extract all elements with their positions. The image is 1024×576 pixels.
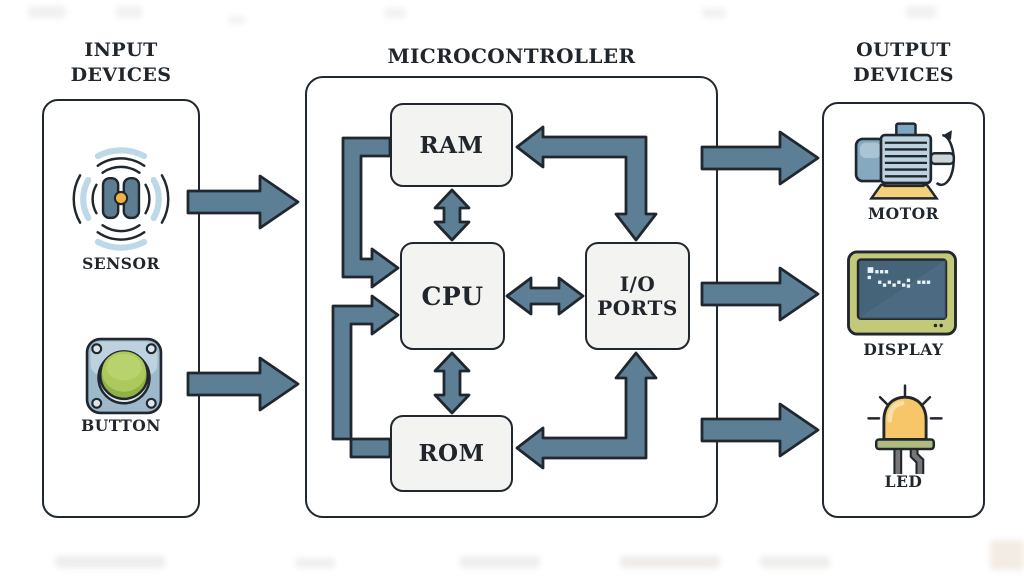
bottom-artifact: [295, 558, 335, 568]
microcontroller-to-led-arrow: [700, 402, 820, 458]
sensor-label: SENSOR: [82, 254, 160, 273]
input-devices-header-line2: DEVICES: [70, 64, 172, 86]
rom-block: ROM: [390, 415, 513, 492]
top-artifact: [702, 8, 726, 18]
output-devices-header-line1: OUTPUT: [856, 39, 951, 61]
display-label: DISPLAY: [863, 340, 944, 359]
led-label: LED: [884, 472, 923, 491]
led-icon: [867, 384, 943, 474]
output-devices-header: OUTPUT DEVICES: [822, 38, 985, 88]
button-label: BUTTON: [81, 416, 161, 435]
sensor-to-microcontroller-arrow: [186, 174, 300, 230]
display-icon: [847, 250, 957, 336]
io-ports-label-line2: PORTS: [597, 296, 678, 320]
button-to-microcontroller-arrow: [186, 356, 300, 412]
input-devices-header: INPUT DEVICES: [42, 38, 200, 88]
cpu-label: CPU: [421, 281, 484, 311]
ram-block: RAM: [390, 103, 513, 187]
bottom-artifact: [760, 556, 830, 568]
output-devices-header-line2: DEVICES: [853, 64, 954, 86]
input-devices-panel: [42, 99, 200, 518]
ram-label: RAM: [419, 131, 484, 159]
io-ports-label-line1: I/O: [619, 272, 656, 296]
top-artifact: [28, 6, 66, 18]
button-icon: [85, 337, 163, 415]
bottom-artifact: [620, 556, 720, 568]
bottom-artifact: [460, 556, 540, 568]
bottom-artifact: [990, 540, 1024, 570]
microcontroller-to-display-arrow: [700, 266, 820, 322]
sensor-icon: [72, 147, 170, 251]
rom-label: ROM: [418, 440, 485, 467]
io-ports-block: I/O PORTS: [585, 242, 690, 350]
top-artifact: [384, 8, 406, 18]
motor-icon: [854, 122, 956, 200]
bottom-artifact: [55, 556, 165, 568]
motor-label: MOTOR: [867, 204, 940, 223]
top-artifact: [228, 16, 246, 24]
microcontroller-header: MICROCONTROLLER: [387, 44, 636, 68]
top-artifact: [906, 6, 936, 18]
microcontroller-to-motor-arrow: [700, 130, 820, 186]
top-artifact: [116, 6, 142, 18]
cpu-block: CPU: [400, 242, 505, 350]
input-devices-header-line1: INPUT: [84, 39, 158, 61]
